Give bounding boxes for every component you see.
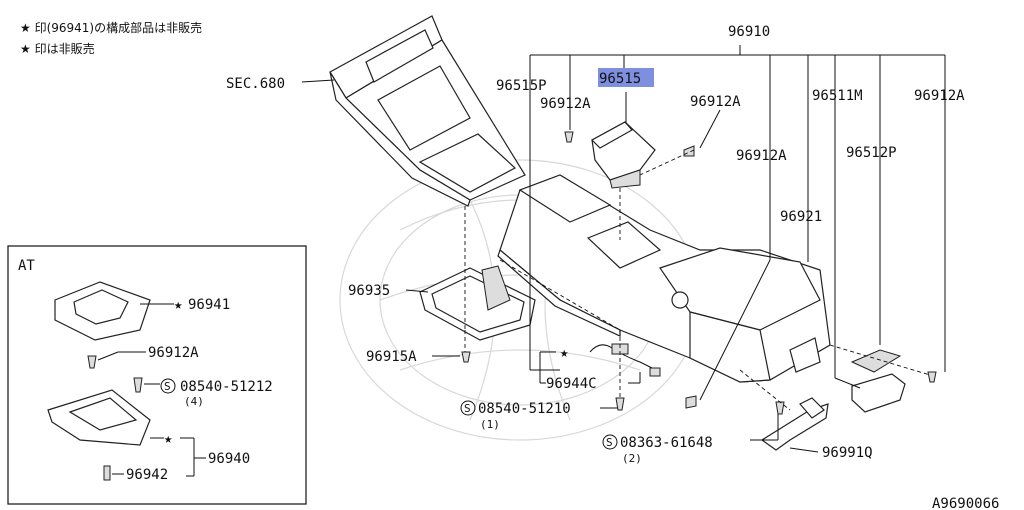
star-96940: ★ xyxy=(164,431,173,447)
qty-bolt1: (1) xyxy=(480,418,500,431)
part-96511m-cover xyxy=(850,349,902,373)
label-96511m: 96511M xyxy=(812,88,863,104)
leader-lines xyxy=(301,45,946,453)
label-96941: 96941 xyxy=(188,297,230,313)
label-96942: 96942 xyxy=(126,467,168,483)
label-96912a-mid: 96912A xyxy=(690,94,741,110)
label-96912a-top: 96912A xyxy=(540,96,591,112)
part-96515-box xyxy=(591,121,656,189)
label-96912a-lower: 96912A xyxy=(736,148,787,164)
part-96935-boot xyxy=(419,265,536,341)
label-bolt-08363-61648: 08363-61648 xyxy=(620,435,713,451)
highlight-96515 xyxy=(598,68,654,87)
part-96991q-bracket xyxy=(760,397,829,451)
label-96935: 96935 xyxy=(348,283,390,299)
s-mark-bolt3 xyxy=(160,378,176,394)
s-mark-bolt2 xyxy=(602,434,618,450)
note-line-1: ★ 印(96941)の構成部品は非販売 xyxy=(20,20,202,35)
inset-at: AT ★ 96941 96912A S 08540-51212 (4) ★ 96… xyxy=(7,245,307,505)
star-96941: ★ xyxy=(174,297,183,313)
label-96512p: 96512P xyxy=(846,145,897,161)
s-letter-bolt3: S xyxy=(164,380,171,393)
console-body-part xyxy=(497,174,831,383)
part-96512p-pocket xyxy=(851,373,906,413)
label-96944c: 96944C xyxy=(546,376,597,392)
label-96921: 96921 xyxy=(780,209,822,225)
star-96944c: ★ xyxy=(560,345,569,361)
finisher-panel-part xyxy=(329,15,526,207)
inset-clip-96912a xyxy=(87,355,97,369)
s-mark-bolt1 xyxy=(460,400,476,416)
figure-id: A9690066 xyxy=(932,496,999,510)
label-96912a-right: 96912A xyxy=(914,88,965,104)
label-96515: 96515 xyxy=(599,71,641,87)
label-96915a: 96915A xyxy=(366,349,417,365)
s-letter-bolt2: S xyxy=(606,436,613,449)
label-96940: 96940 xyxy=(208,451,250,467)
qty-bolt2: (2) xyxy=(622,452,642,465)
s-letter-bolt1: S xyxy=(464,402,471,415)
inset-part-96942 xyxy=(103,465,111,481)
assembly-dashed-lines xyxy=(464,149,931,411)
inset-bolt xyxy=(133,377,143,393)
qty-bolt3: (4) xyxy=(184,395,204,408)
note-line-2: ★ 印は非販売 xyxy=(20,41,95,56)
inset-title: AT xyxy=(18,258,35,274)
label-96515p: 96515P xyxy=(496,78,547,94)
label-96991q: 96991Q xyxy=(822,445,873,461)
main-labels: 96910 SEC.680 96515P 96912A 96515 96912A… xyxy=(226,24,999,510)
inset-frame xyxy=(7,245,307,505)
label-bolt-08540-51212: 08540-51212 xyxy=(180,379,273,395)
label-96912a-inset: 96912A xyxy=(148,345,199,361)
part-96944c-harness xyxy=(589,343,661,377)
label-bolt-08540-51210: 08540-51210 xyxy=(478,401,571,417)
label-sec680: SEC.680 xyxy=(226,76,285,92)
label-96910: 96910 xyxy=(728,24,770,40)
